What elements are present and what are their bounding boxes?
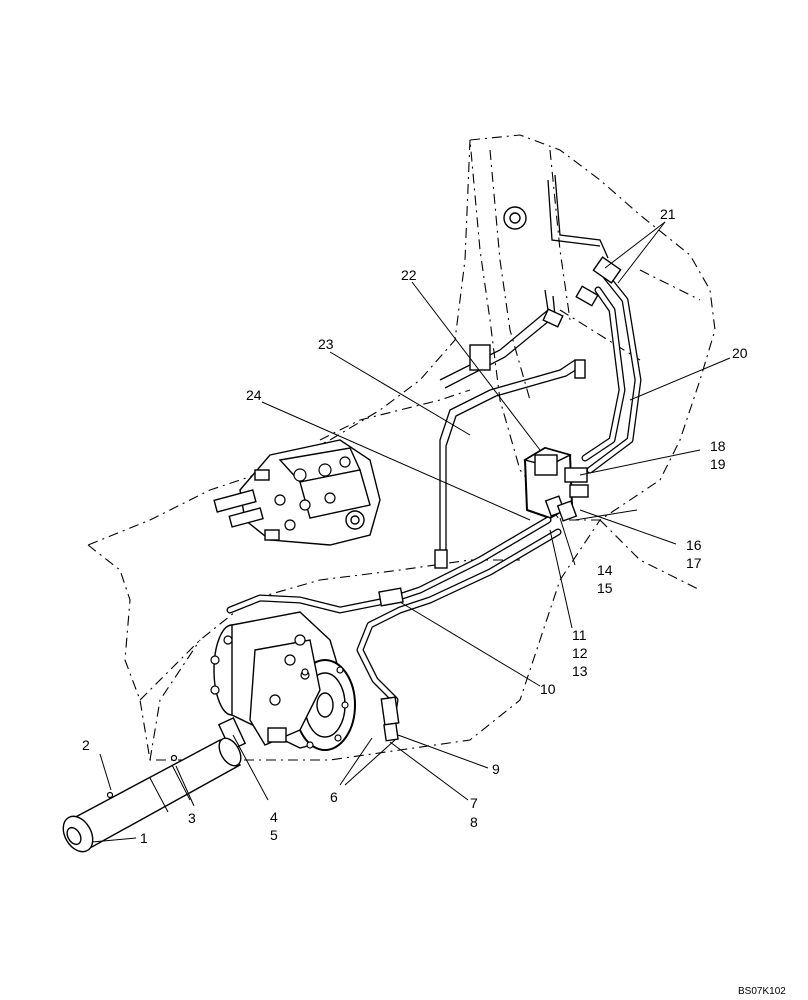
callout-20: 20 xyxy=(732,345,748,361)
callout-3: 3 xyxy=(188,810,196,826)
callout-4: 4 xyxy=(270,809,278,825)
drawing-reference: BS07K102 xyxy=(738,986,786,997)
leader-lines xyxy=(91,221,731,843)
callout-14: 14 xyxy=(597,562,613,578)
callout-9: 9 xyxy=(492,761,500,777)
callout-24: 24 xyxy=(246,387,262,403)
callout-5: 5 xyxy=(270,827,278,843)
upper-hydraulic-lines xyxy=(439,174,642,474)
callout-8: 8 xyxy=(470,814,478,830)
callout-2: 2 xyxy=(82,737,90,753)
callout-11: 11 xyxy=(572,627,587,643)
callout-6: 6 xyxy=(330,789,338,805)
callout-7: 7 xyxy=(470,795,478,811)
control-valve-block xyxy=(213,439,381,546)
callout-13: 13 xyxy=(572,663,588,679)
callout-numbers: 1 2 3 4 5 6 7 8 9 10 11 12 13 14 15 16 1… xyxy=(82,206,748,846)
callout-18: 18 xyxy=(710,438,726,454)
motor-hoses xyxy=(226,516,562,742)
callout-23: 23 xyxy=(318,336,334,352)
chassis-frame-outline xyxy=(87,134,716,761)
callout-16: 16 xyxy=(686,537,702,553)
wire-harness xyxy=(434,359,586,569)
callout-17: 17 xyxy=(686,555,702,571)
callout-15: 15 xyxy=(597,580,613,596)
callout-12: 12 xyxy=(572,645,588,661)
callout-22: 22 xyxy=(401,267,417,283)
accumulator-cylinder xyxy=(62,737,242,853)
callout-1: 1 xyxy=(140,830,148,846)
callout-10: 10 xyxy=(540,681,556,697)
drive-motor xyxy=(210,611,356,751)
callout-19: 19 xyxy=(710,456,726,472)
flow-valve xyxy=(523,446,589,522)
callout-21: 21 xyxy=(660,206,676,222)
